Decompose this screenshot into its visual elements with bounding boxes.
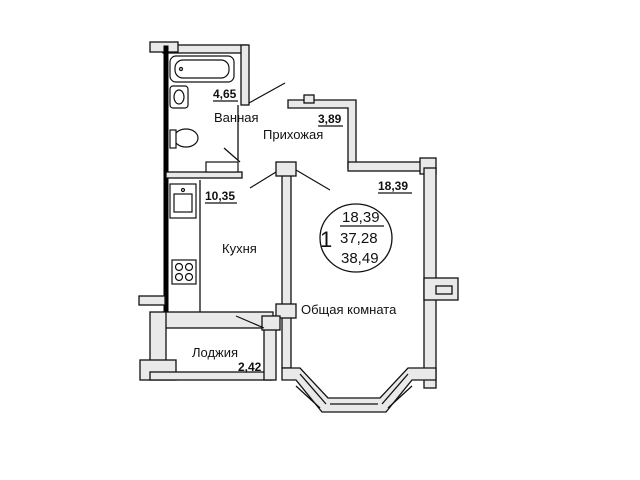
bathroom-door-frame [205, 161, 239, 173]
summary-room-count: 1 [320, 227, 332, 252]
living-room-area: 18,39 [378, 179, 408, 193]
kitchen-name: Кухня [222, 241, 257, 256]
partition-top-cap [275, 161, 297, 177]
bay-window-glass-1 [299, 373, 327, 405]
bathtub-inner [174, 59, 230, 79]
bathtub-drain [178, 66, 184, 72]
kitchen-door-swing [249, 171, 277, 189]
summary-total-with-loggia: 38,49 [341, 250, 379, 267]
toilet [173, 128, 199, 148]
toilet-tank [169, 129, 177, 149]
stove-burner-2 [184, 262, 194, 272]
kitchen-bottom-wall [162, 311, 274, 329]
stove [171, 259, 197, 285]
loggia-area: 2,42 [238, 360, 262, 374]
bay-window-glass-3 [381, 373, 409, 405]
hallway-name: Прихожая [263, 127, 323, 142]
summary-total-area: 37,28 [340, 230, 378, 247]
summary-living-area: 18,39 [342, 209, 380, 226]
stove-burner-4 [184, 272, 194, 282]
living-right-ledge-inner [435, 285, 453, 295]
living-door-swing [295, 169, 331, 191]
bathroom-door-swing [248, 82, 286, 104]
room-labels: Ванная Прихожая Кухня Общая комната Лодж… [192, 110, 397, 360]
loggia-name: Лоджия [192, 345, 238, 360]
stove-burner-3 [174, 272, 184, 282]
bathroom-kitchen-partition [165, 171, 243, 179]
bay-window-glass-5 [387, 385, 413, 409]
bathroom-right-wall [240, 44, 250, 106]
partitions [165, 105, 243, 312]
apartment-summary: 1 18,39 37,28 38,49 [319, 203, 393, 273]
doors [235, 82, 331, 329]
fixtures [169, 55, 235, 285]
walls [138, 41, 459, 413]
bay-window-wall [281, 367, 437, 413]
bay-window-glass-4 [295, 385, 321, 409]
kitchen-living-partition [281, 167, 292, 369]
kitchen-sink [173, 193, 193, 213]
area-labels: 4,65 3,89 10,35 18,39 2,42 [205, 87, 412, 374]
loggia-top-right-cap [261, 315, 281, 331]
bathroom-door-post [223, 147, 241, 163]
kitchen-tap [180, 187, 186, 193]
partition-mid-cap [275, 303, 297, 319]
bathroom-name: Ванная [214, 110, 259, 125]
bathroom-area: 4,65 [213, 87, 237, 101]
kitchen-area: 10,35 [205, 189, 235, 203]
kitchen-left-lower-wall [138, 295, 166, 306]
loggia-door-swing [235, 315, 265, 329]
washbasin-bowl [173, 89, 185, 105]
hallway-area: 3,89 [318, 112, 342, 126]
hallway-niche-cap [303, 94, 315, 104]
stove-burner-1 [174, 262, 184, 272]
living-room-name: Общая комната [301, 302, 397, 317]
summary-oval [319, 203, 393, 273]
